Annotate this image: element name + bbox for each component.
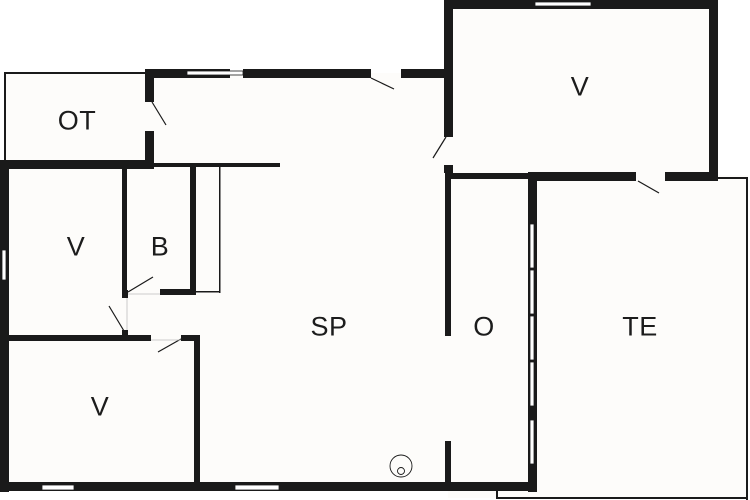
room-label-ot: OT — [57, 105, 97, 136]
windows — [1, 1, 592, 491]
room-label-te: TE — [622, 311, 658, 342]
stove-icon — [389, 454, 413, 478]
door-swings — [108, 77, 660, 353]
room-label-sp: SP — [310, 311, 348, 342]
room-label-o: O — [473, 311, 495, 342]
room-label-v-top: V — [570, 71, 590, 102]
door-openings — [126, 293, 181, 341]
room-label-v-bottom: V — [90, 391, 110, 422]
room-label-b: B — [150, 231, 170, 262]
floor-fill — [5, 3, 748, 498]
room-label-v-left: V — [66, 231, 86, 262]
